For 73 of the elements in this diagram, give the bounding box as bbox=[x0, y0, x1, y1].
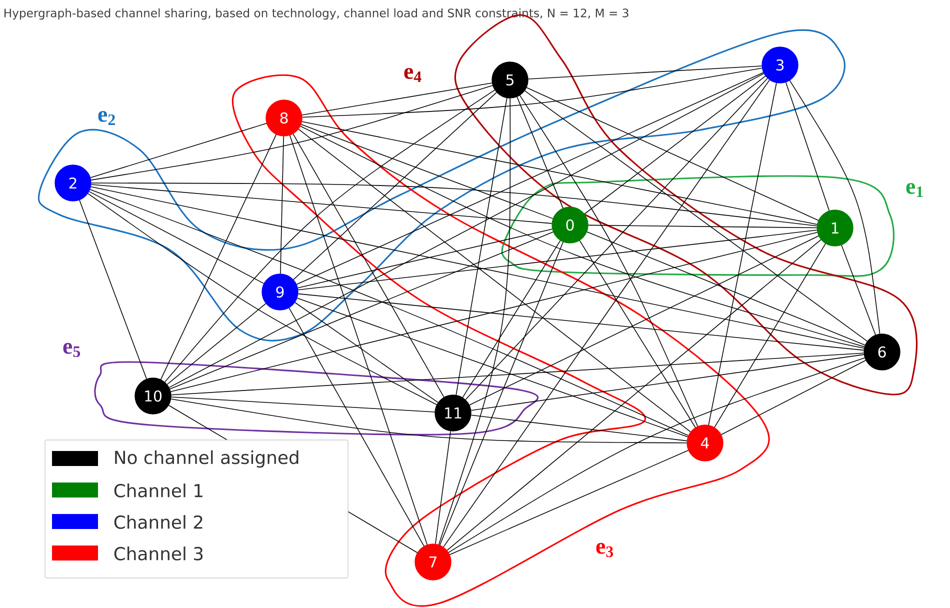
edge-line bbox=[586, 232, 866, 346]
edge-line bbox=[300, 126, 865, 348]
edge-line bbox=[469, 236, 819, 406]
hyperedge-label: e$_{2}$ bbox=[98, 110, 115, 126]
edge-line bbox=[449, 450, 689, 556]
edge-line bbox=[90, 123, 267, 178]
hyperedge-label: e$_{4}$ bbox=[404, 68, 422, 82]
edge-line bbox=[280, 136, 284, 274]
hyperedge-label: e$_{5}$ bbox=[63, 342, 80, 358]
edge-line bbox=[288, 308, 424, 546]
edge-line bbox=[90, 85, 493, 180]
hyperedge-label: e$_{1}$ bbox=[906, 182, 923, 197]
legend-label: No channel assigned bbox=[115, 450, 298, 468]
edge-line bbox=[294, 302, 438, 403]
chart-title: Hypergraph-based channel sharing, based on technology, channel load and SNR constraints, N = 12, M = 3 bbox=[4, 8, 628, 20]
edge-line bbox=[298, 128, 691, 432]
edge-line bbox=[164, 90, 496, 382]
edge-line bbox=[302, 68, 762, 118]
edge-line bbox=[170, 232, 818, 392]
edge-line bbox=[170, 398, 688, 444]
edge-line bbox=[160, 134, 277, 380]
edge-line bbox=[456, 98, 508, 396]
edge-line bbox=[520, 95, 698, 427]
edge-line bbox=[79, 200, 147, 380]
edge-line bbox=[528, 66, 762, 80]
edge-line bbox=[293, 92, 497, 280]
edge-line bbox=[298, 230, 818, 290]
edge-line bbox=[300, 124, 554, 219]
edge-line bbox=[90, 184, 552, 224]
edge-line bbox=[524, 90, 868, 342]
edge-line bbox=[88, 193, 438, 406]
edge-line bbox=[579, 240, 696, 428]
edge-line bbox=[170, 232, 554, 390]
edge-line bbox=[90, 189, 689, 436]
edge-line bbox=[90, 186, 864, 349]
edge-line bbox=[708, 82, 777, 426]
edge-line bbox=[470, 414, 688, 442]
edge-line bbox=[785, 82, 830, 211]
edge-line bbox=[516, 96, 564, 208]
edge-line bbox=[298, 293, 864, 351]
edge-line bbox=[170, 352, 864, 396]
edge-line bbox=[470, 354, 864, 411]
edge-line bbox=[841, 244, 876, 336]
edge-line bbox=[714, 243, 826, 428]
edge-line bbox=[302, 82, 492, 116]
edge-line bbox=[588, 224, 818, 228]
edge-line bbox=[584, 76, 766, 214]
edge-line bbox=[443, 80, 770, 548]
legend-label: Channel 2 bbox=[114, 515, 202, 529]
edge-line bbox=[296, 72, 764, 285]
edge-line bbox=[168, 73, 764, 388]
edge-line bbox=[438, 98, 511, 545]
edge-line bbox=[292, 134, 444, 398]
edge-line bbox=[440, 242, 564, 546]
edge-line bbox=[789, 80, 880, 334]
edge-line bbox=[90, 182, 818, 226]
edge-line bbox=[462, 240, 561, 398]
edge-line bbox=[88, 191, 264, 284]
edge-line bbox=[435, 430, 451, 544]
edge-line bbox=[289, 135, 428, 545]
edge-line bbox=[465, 78, 768, 400]
hyperedge-label: e$_{3}$ bbox=[596, 542, 614, 558]
edge-line bbox=[170, 396, 436, 412]
edge-line bbox=[302, 121, 818, 225]
edge-line bbox=[166, 303, 266, 385]
edge-line bbox=[296, 298, 688, 438]
legend-label: Channel 1 bbox=[114, 484, 202, 498]
edge-line bbox=[298, 228, 553, 288]
edge-line bbox=[720, 360, 866, 435]
edge-line bbox=[526, 87, 819, 221]
edge-line bbox=[446, 239, 822, 551]
edge-line bbox=[448, 357, 866, 553]
legend-label: Channel 3 bbox=[114, 546, 203, 560]
